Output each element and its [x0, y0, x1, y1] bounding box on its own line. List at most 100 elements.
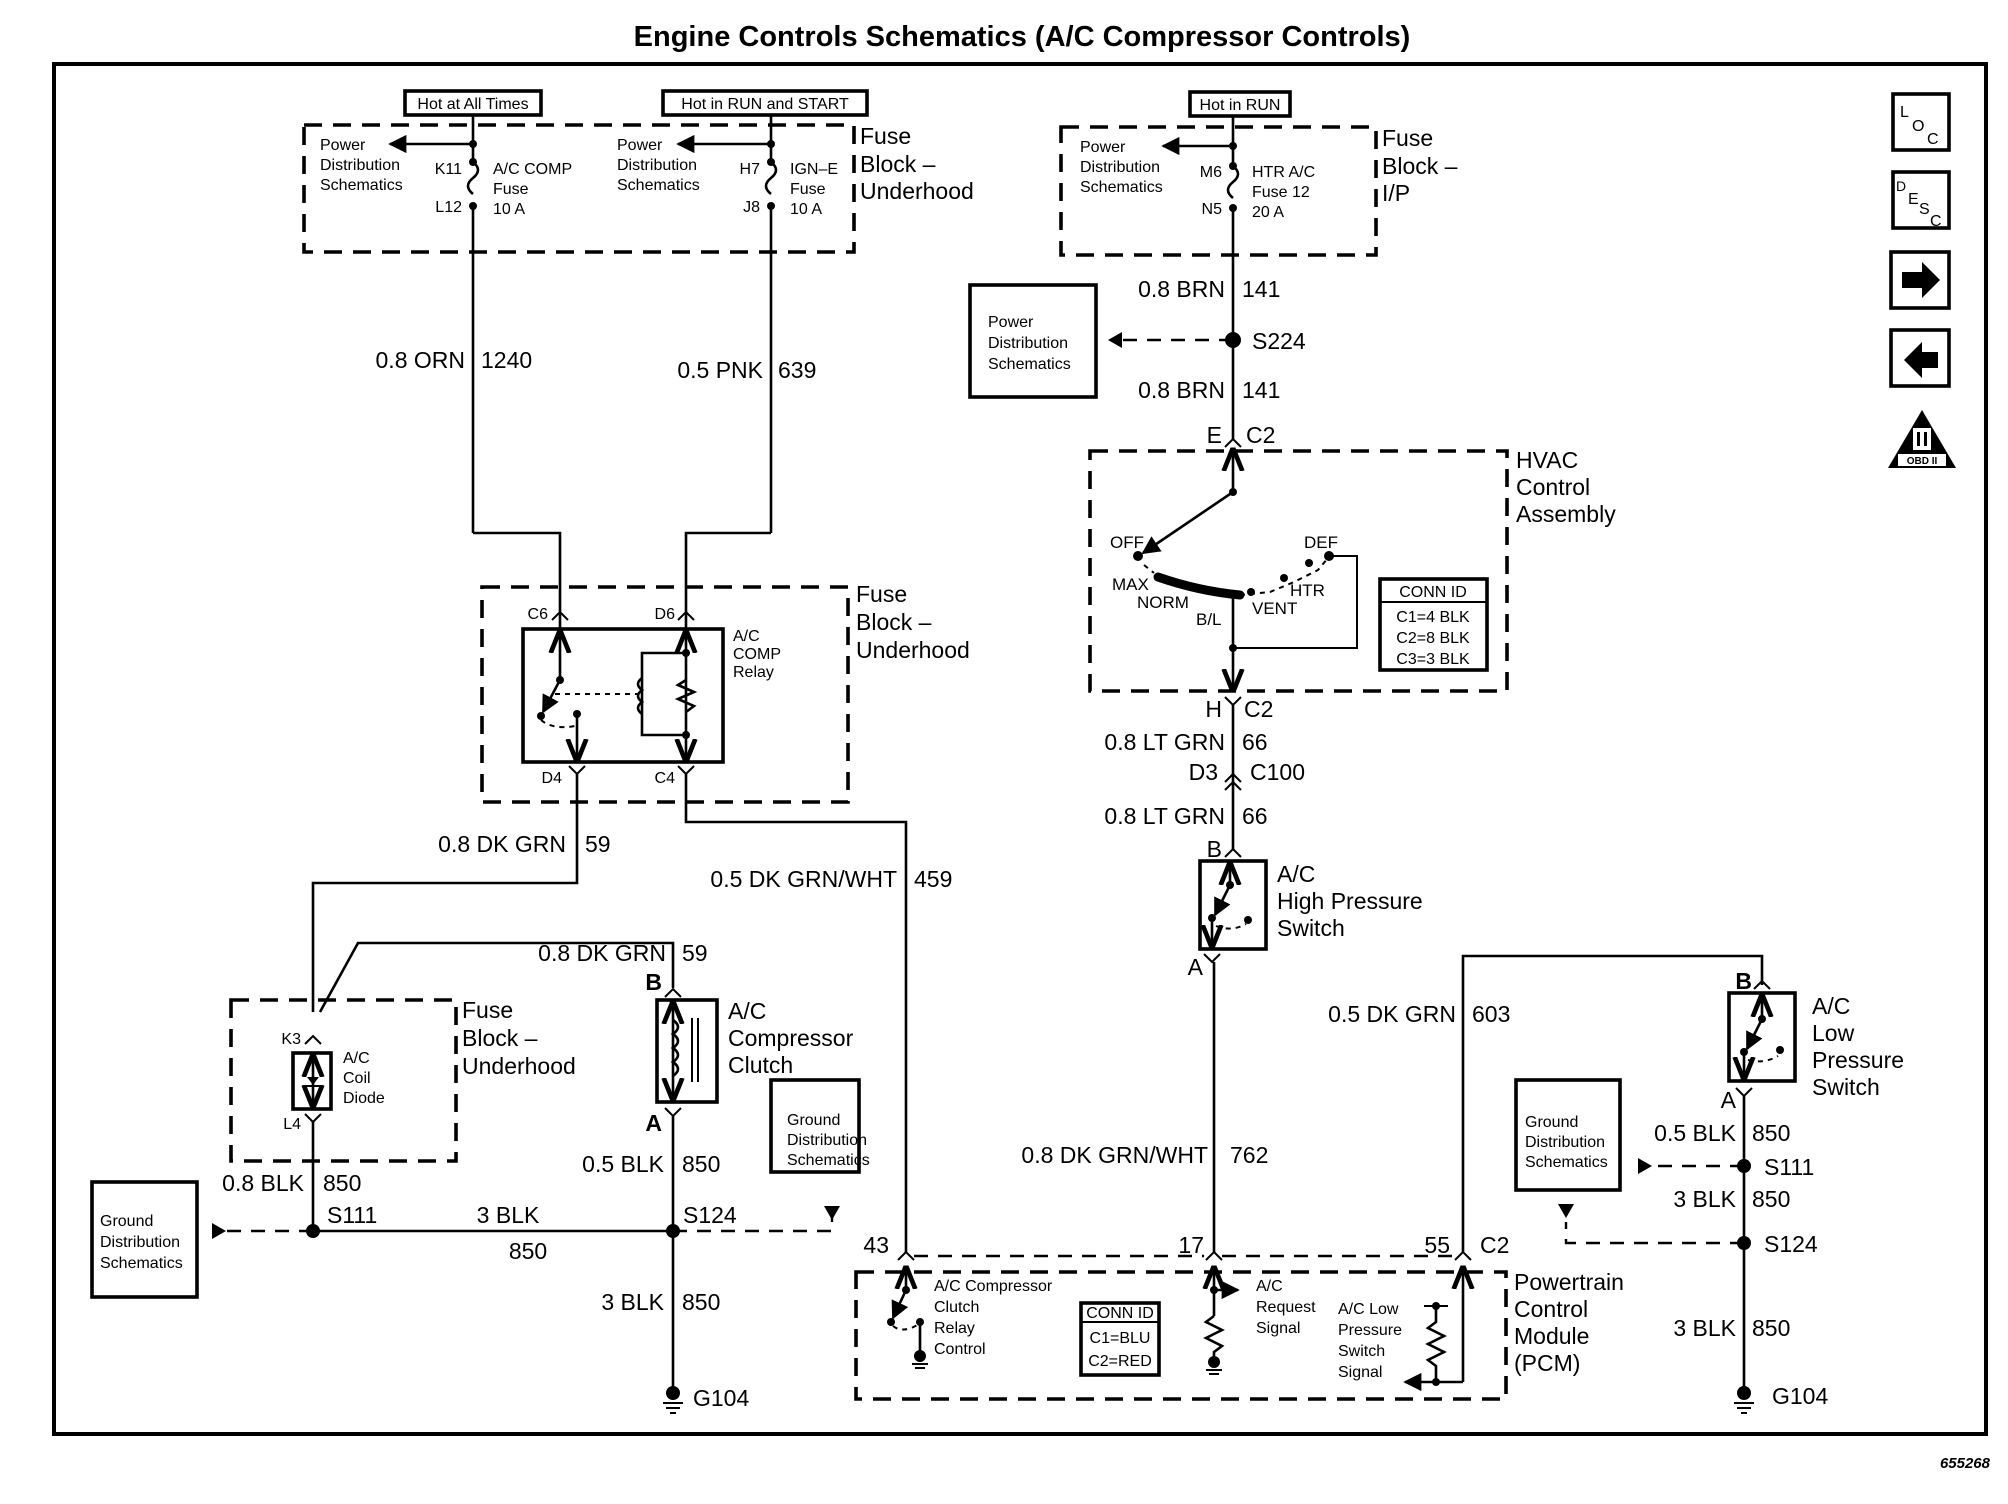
fuse-ign-e [764, 160, 778, 196]
ac-comp-relay [521, 627, 725, 764]
svg-text:L: L [1900, 104, 1909, 121]
svg-text:MAX: MAX [1112, 575, 1149, 594]
svg-text:D4: D4 [542, 770, 563, 787]
splice-s111-left [306, 1224, 320, 1238]
fuse-ac-comp [466, 160, 480, 196]
svg-text:E: E [1207, 422, 1222, 448]
svg-text:1240: 1240 [481, 347, 532, 373]
svg-text:B: B [1735, 968, 1752, 994]
svg-text:0.8 BRN: 0.8 BRN [1138, 276, 1225, 302]
ground-g104-left: G104 [663, 1385, 749, 1414]
svg-text:D3: D3 [1189, 759, 1218, 785]
ac-high-pressure-switch [1198, 859, 1268, 951]
svg-text:Ground: Ground [100, 1213, 153, 1230]
power-distribution-ref-2[interactable]: Power Distribution Schematics [617, 137, 700, 194]
ac-coil-diode [291, 1051, 333, 1111]
svg-text:850: 850 [682, 1289, 720, 1315]
desc-icon[interactable]: D E S C [1891, 170, 1951, 230]
svg-text:459: 459 [914, 866, 952, 892]
svg-text:Fuse: Fuse [462, 997, 513, 1023]
svg-text:Block –: Block – [462, 1025, 538, 1051]
wire-dkgrn-59a: 0.8 DK GRN 59 [438, 831, 610, 857]
relay-block-label: Fuse Block – Underhood [856, 581, 970, 663]
svg-text:G104: G104 [1772, 1383, 1828, 1409]
hot-all-times-label: Hot at All Times [403, 89, 543, 117]
loc-icon[interactable]: L O C [1891, 92, 1951, 152]
power-distribution-ref-3[interactable]: Power Distribution Schematics [1080, 139, 1163, 196]
svg-text:Signal: Signal [1256, 1320, 1300, 1337]
svg-text:Control: Control [1514, 1296, 1588, 1322]
wire-blk-3-horiz: 3 BLK 850 [477, 1202, 548, 1264]
svg-text:CONN ID: CONN ID [1399, 584, 1467, 601]
svg-text:59: 59 [585, 831, 611, 857]
splice-s224 [1225, 332, 1241, 348]
hvac-control-assembly-label: HVAC Control Assembly [1516, 447, 1616, 527]
svg-text:K3: K3 [281, 1031, 301, 1048]
svg-text:850: 850 [682, 1151, 720, 1177]
svg-text:J8: J8 [743, 199, 760, 216]
mode-switch-range [1153, 572, 1245, 600]
svg-text:A/C Compressor: A/C Compressor [934, 1278, 1053, 1295]
wire-orn-1240: 0.8 ORN 1240 [376, 347, 533, 373]
power-distribution-ref-4[interactable]: Power Distribution Schematics [968, 283, 1098, 399]
svg-text:603: 603 [1472, 1001, 1510, 1027]
mode-switch-off [1133, 551, 1143, 561]
svg-text:Schematics: Schematics [617, 177, 700, 194]
svg-text:762: 762 [1230, 1142, 1268, 1168]
svg-text:Fuse: Fuse [860, 123, 911, 149]
svg-text:A: A [645, 1110, 662, 1136]
svg-text:141: 141 [1242, 276, 1280, 302]
svg-text:Distribution: Distribution [100, 1234, 180, 1251]
power-distribution-ref-1[interactable]: Power Distribution Schematics [320, 137, 403, 194]
svg-text:10 A: 10 A [790, 201, 822, 218]
svg-text:Fuse: Fuse [493, 181, 529, 198]
svg-text:HTR: HTR [1290, 581, 1325, 600]
svg-text:C2=RED: C2=RED [1088, 1353, 1152, 1370]
svg-text:0.8 BLK: 0.8 BLK [222, 1170, 304, 1196]
svg-text:L4: L4 [283, 1116, 301, 1133]
svg-text:Power: Power [617, 137, 663, 154]
pcm-relay-control-label: A/C Compressor Clutch Relay Control [934, 1278, 1053, 1358]
svg-text:COMP: COMP [733, 646, 781, 663]
svg-text:Schematics: Schematics [100, 1255, 183, 1272]
svg-text:141: 141 [1242, 377, 1280, 403]
svg-text:0.5 BLK: 0.5 BLK [582, 1151, 664, 1177]
svg-text:Hot at All Times: Hot at All Times [417, 96, 528, 113]
svg-text:OBD II: OBD II [1907, 456, 1938, 467]
ac-compressor-clutch-label: A/C Compressor Clutch [728, 998, 854, 1078]
wire-dkgrnwht-762: 0.8 DK GRN/WHT 762 [1021, 1142, 1268, 1168]
ground-distribution-ref-right[interactable]: Ground Distribution Schematics [1514, 1078, 1622, 1192]
svg-text:H7: H7 [740, 161, 761, 178]
svg-text:Pressure: Pressure [1812, 1047, 1904, 1073]
wire-dkgrn-59b: 0.8 DK GRN 59 [538, 940, 707, 966]
svg-text:Switch: Switch [1338, 1343, 1385, 1360]
ground-distribution-ref-left[interactable]: Ground Distribution Schematics [90, 1180, 199, 1299]
next-arrow-icon[interactable] [1889, 250, 1951, 310]
svg-text:Coil: Coil [343, 1070, 371, 1087]
svg-text:66: 66 [1242, 803, 1268, 829]
svg-text:Fuse: Fuse [856, 581, 907, 607]
svg-text:B: B [1207, 836, 1222, 862]
svg-text:Distribution: Distribution [1525, 1134, 1605, 1151]
ground-distribution-ref-center[interactable]: Ground Distribution Schematics [769, 1078, 870, 1174]
svg-text:Control: Control [1516, 474, 1590, 500]
svg-text:850: 850 [323, 1170, 361, 1196]
svg-text:Underhood: Underhood [860, 178, 974, 204]
svg-text:Underhood: Underhood [462, 1053, 576, 1079]
obd-ii-icon[interactable]: OBD II [1888, 410, 1956, 468]
svg-text:C1=BLU: C1=BLU [1090, 1330, 1151, 1347]
ac-high-pressure-switch-label: A/C High Pressure Switch [1277, 861, 1423, 941]
svg-text:Hot in RUN: Hot in RUN [1200, 97, 1281, 114]
svg-text:Distribution: Distribution [988, 335, 1068, 352]
svg-text:0.8 DK GRN: 0.8 DK GRN [438, 831, 566, 857]
svg-text:Switch: Switch [1277, 915, 1345, 941]
svg-text:C3=3 BLK: C3=3 BLK [1396, 651, 1470, 668]
svg-text:OFF: OFF [1110, 533, 1144, 552]
svg-text:B: B [645, 969, 662, 995]
svg-text:Clutch: Clutch [728, 1052, 793, 1078]
wire-blk-05-clutch: 0.5 BLK 850 [582, 1151, 720, 1177]
svg-text:Distribution: Distribution [787, 1132, 867, 1149]
prev-arrow-icon[interactable] [1889, 328, 1951, 388]
svg-text:Hot in RUN and START: Hot in RUN and START [681, 96, 849, 113]
